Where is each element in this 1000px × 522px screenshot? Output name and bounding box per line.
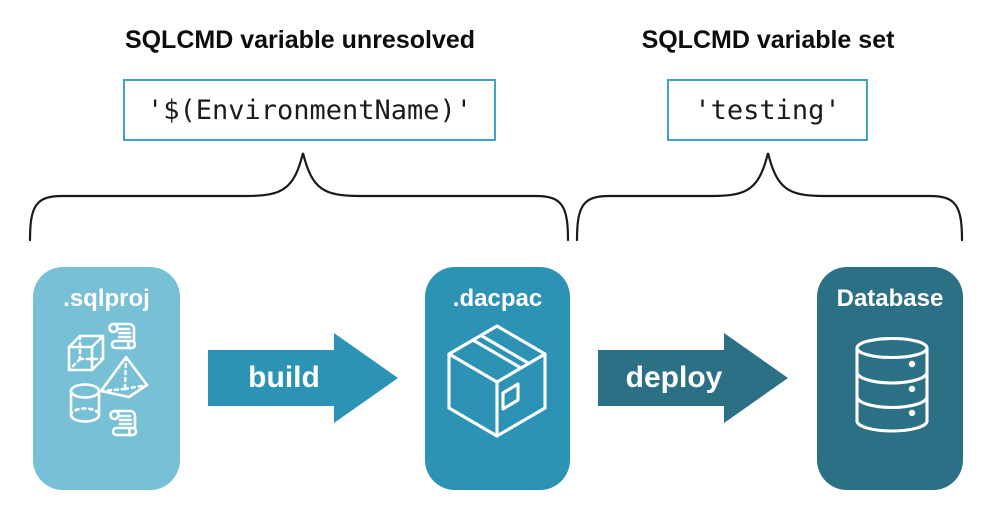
package-icon — [447, 324, 547, 438]
heading-variable-set: SQLCMD variable set — [641, 26, 895, 54]
build-arrow-label: build — [248, 361, 320, 394]
unresolved-variable-text: '$(EnvironmentName)' — [146, 94, 473, 126]
heading-variable-unresolved: SQLCMD variable unresolved — [124, 26, 476, 54]
stage-card-database: Database — [817, 267, 963, 490]
sqlproj-label: .sqlproj — [63, 285, 150, 312]
deploy-arrow-shape — [598, 333, 788, 423]
left-brace — [28, 152, 570, 242]
dacpac-label: .dacpac — [452, 285, 543, 312]
build-arrow-shape — [208, 333, 398, 423]
stage-card-dacpac: .dacpac — [425, 267, 570, 490]
database-label: Database — [836, 285, 944, 312]
build-arrow: build — [208, 333, 398, 423]
deploy-arrow-label: deploy — [625, 361, 723, 394]
right-brace — [575, 152, 964, 242]
deploy-arrow: deploy — [598, 333, 788, 423]
code-box-set-value: 'testing' — [667, 79, 868, 141]
code-box-unresolved-value: '$(EnvironmentName)' — [123, 79, 496, 141]
stage-card-sqlproj: .sqlproj — [33, 267, 180, 490]
database-icon — [855, 337, 929, 433]
sql-objects-icon — [67, 322, 149, 437]
set-variable-text: 'testing' — [694, 94, 841, 126]
